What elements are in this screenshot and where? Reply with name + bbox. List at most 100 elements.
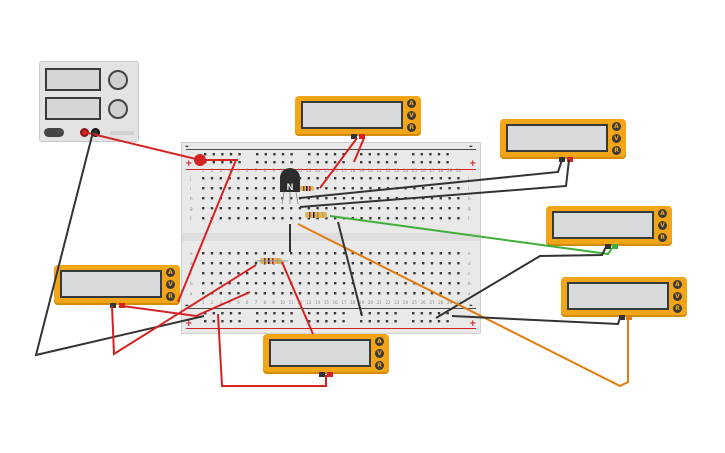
breadboard-hole[interactable] [263, 187, 266, 190]
breadboard-hole[interactable] [254, 197, 258, 200]
breadboard-hole[interactable] [237, 262, 240, 265]
positive-probe-jack[interactable] [567, 157, 573, 162]
breadboard-hole[interactable] [272, 252, 275, 255]
breadboard-hole[interactable] [439, 207, 442, 210]
breadboard-hole[interactable] [246, 217, 249, 220]
breadboard-hole[interactable] [290, 197, 293, 200]
breadboard-hole[interactable] [256, 153, 259, 156]
positive-probe-jack[interactable] [327, 372, 333, 377]
breadboard-hole[interactable] [422, 207, 425, 210]
breadboard-hole[interactable] [412, 153, 415, 156]
positive-probe-jack[interactable] [119, 303, 125, 308]
multimeter-lower-right[interactable]: A V R [561, 277, 687, 320]
breadboard-hole[interactable] [429, 153, 432, 156]
breadboard-hole[interactable] [430, 207, 434, 210]
breadboard-hole[interactable] [386, 207, 390, 210]
positive-probe-jack[interactable] [626, 315, 632, 320]
breadboard-hole[interactable] [307, 217, 310, 220]
breadboard-hole[interactable] [237, 187, 240, 190]
com-probe-jack[interactable] [351, 134, 357, 139]
breadboard-hole[interactable] [377, 153, 380, 156]
breadboard-hole[interactable] [272, 207, 275, 210]
mode-a-icon[interactable]: A [658, 209, 667, 218]
breadboard-hole[interactable] [413, 207, 416, 210]
breadboard-hole[interactable] [254, 252, 258, 255]
breadboard-hole[interactable] [272, 217, 275, 220]
breadboard-hole[interactable] [351, 207, 354, 210]
mode-a-icon[interactable]: A [407, 99, 416, 108]
breadboard-hole[interactable] [237, 252, 240, 255]
breadboard-hole[interactable] [237, 177, 240, 180]
mode-v-icon[interactable]: V [612, 134, 621, 143]
breadboard-hole[interactable] [246, 177, 249, 180]
breadboard-hole[interactable] [281, 161, 285, 164]
breadboard-hole[interactable] [369, 207, 372, 210]
breadboard-hole[interactable] [420, 153, 423, 156]
com-probe-jack[interactable] [605, 244, 611, 249]
breadboard-hole[interactable] [254, 187, 258, 190]
breadboard-hole[interactable] [290, 153, 293, 156]
breadboard-hole[interactable] [237, 207, 240, 210]
breadboard-hole[interactable] [272, 187, 275, 190]
breadboard-hole[interactable] [256, 312, 259, 315]
breadboard-hole[interactable] [272, 177, 275, 180]
breadboard-hole[interactable] [394, 153, 397, 156]
breadboard-hole[interactable] [308, 153, 311, 156]
multimeter-bottom-center[interactable]: A V R [263, 334, 389, 377]
breadboard-hole[interactable] [316, 217, 319, 220]
mode-r-icon[interactable]: R [407, 123, 416, 132]
breadboard-hole[interactable] [368, 153, 371, 156]
wire-psu-negative[interactable] [34, 131, 205, 357]
breadboard-hole[interactable] [264, 312, 267, 315]
breadboard-hole[interactable] [307, 207, 310, 210]
breadboard-hole[interactable] [263, 282, 266, 285]
mode-r-icon[interactable]: R [166, 292, 175, 301]
com-probe-jack[interactable] [619, 315, 625, 320]
breadboard-hole[interactable] [254, 207, 258, 210]
breadboard-hole[interactable] [263, 207, 266, 210]
voltage-knob[interactable] [108, 70, 128, 90]
multimeter-top-right[interactable]: A V R [500, 119, 626, 162]
breadboard-hole[interactable] [272, 282, 275, 285]
positive-probe-jack[interactable] [612, 244, 618, 249]
mode-r-icon[interactable]: R [658, 233, 667, 242]
breadboard-hole[interactable] [272, 197, 275, 200]
breadboard-hole[interactable] [263, 177, 266, 180]
mode-a-icon[interactable]: A [166, 268, 175, 277]
breadboard-hole[interactable] [246, 187, 249, 190]
com-probe-jack[interactable] [110, 303, 116, 308]
multimeter-left[interactable]: A V R [54, 265, 180, 308]
breadboard-hole[interactable] [254, 177, 258, 180]
mode-v-icon[interactable]: V [375, 349, 384, 358]
breadboard-hole[interactable] [437, 153, 441, 156]
multimeter-top-center[interactable]: A V R [295, 96, 421, 139]
breadboard-hole[interactable] [246, 252, 249, 255]
mode-v-icon[interactable]: V [166, 280, 175, 289]
mode-a-icon[interactable]: A [612, 122, 621, 131]
breadboard-hole[interactable] [263, 292, 266, 295]
breadboard-hole[interactable] [342, 207, 346, 210]
breadboard-hole[interactable] [246, 207, 249, 210]
breadboard-hole[interactable] [273, 161, 276, 164]
breadboard-hole[interactable] [281, 207, 284, 210]
breadboard-hole[interactable] [272, 292, 275, 295]
breadboard-hole[interactable] [237, 217, 240, 220]
breadboard-hole[interactable] [378, 207, 381, 210]
com-probe-jack[interactable] [319, 372, 325, 377]
breadboard-hole[interactable] [264, 153, 267, 156]
breadboard-hole[interactable] [316, 153, 319, 156]
breadboard-hole[interactable] [457, 207, 460, 210]
breadboard-hole[interactable] [290, 207, 293, 210]
breadboard-hole[interactable] [254, 262, 258, 265]
power-supply[interactable]: pwr [39, 61, 139, 142]
breadboard-hole[interactable] [395, 207, 398, 210]
mode-r-icon[interactable]: R [612, 146, 621, 155]
breadboard-hole[interactable] [448, 207, 451, 210]
breadboard-hole[interactable] [316, 207, 319, 210]
breadboard-hole[interactable] [281, 153, 285, 156]
mode-v-icon[interactable]: V [673, 292, 682, 301]
breadboard-hole[interactable] [325, 207, 328, 210]
mode-r-icon[interactable]: R [375, 361, 384, 370]
breadboard-hole[interactable] [385, 153, 389, 156]
